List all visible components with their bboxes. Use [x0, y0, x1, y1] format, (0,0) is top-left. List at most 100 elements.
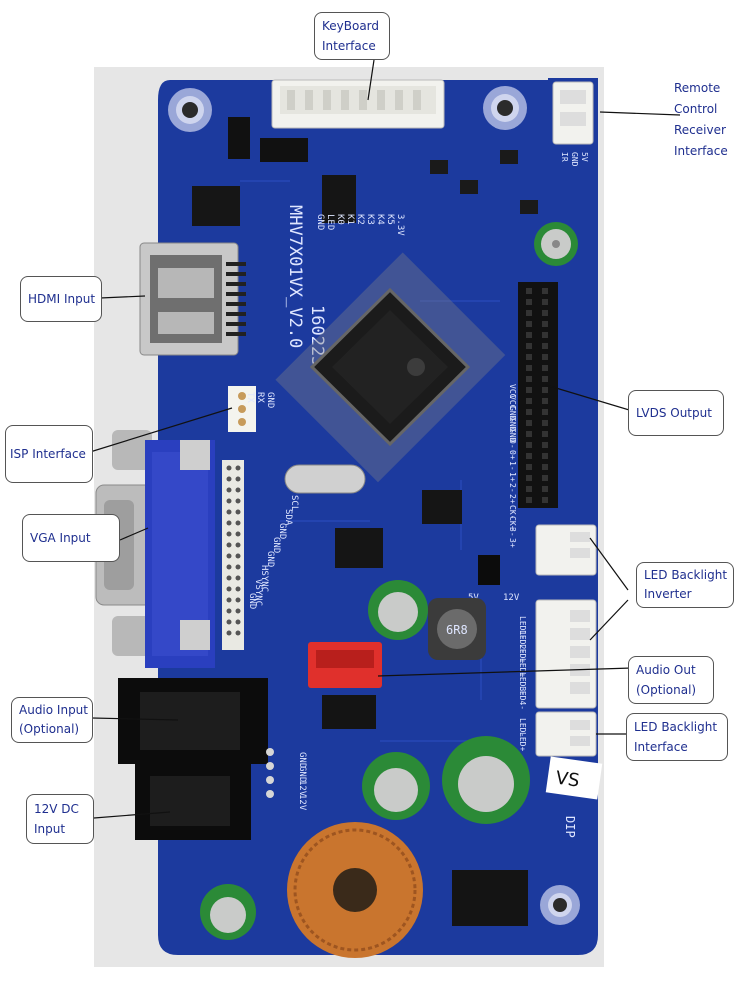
keyboard-pin-label-0: GND: [315, 214, 325, 230]
lvds-pin: [542, 354, 548, 360]
vga-pin: [226, 498, 232, 504]
lvds-output-callout: LVDS Output: [628, 390, 724, 436]
vs-text: VS: [554, 768, 580, 792]
led-pin-label-0: LED-: [518, 718, 527, 737]
vga-pin: [226, 509, 232, 515]
audio-in-line-2: (Optional): [19, 722, 80, 736]
power-pins: [266, 748, 274, 798]
lvds-pin: [542, 343, 548, 349]
vga-pin: [235, 498, 241, 504]
remote-pin-label-2: IR: [560, 152, 569, 162]
vga-pin: [226, 542, 232, 548]
toroid-inductor: [287, 822, 423, 958]
lvds-pin-label-2: GND: [508, 406, 517, 421]
hdmi-input-callout: HDMI Input: [20, 276, 102, 322]
lvds-pin-label-13: 3-: [508, 527, 517, 537]
vga-pin-label-0: SCL: [289, 495, 299, 511]
remote-interface-label: Remote Control Receiver Interface: [674, 78, 728, 162]
keyboard-pin-label-7: K5: [385, 214, 395, 225]
keyboard-pin-label-6: K4: [375, 214, 385, 225]
mounting-hole-top-right: [483, 86, 527, 130]
vga-pin: [235, 608, 241, 614]
led-pin-label-1: LED+: [518, 732, 527, 751]
lvds-pin: [526, 387, 532, 393]
lvds-pin: [542, 475, 548, 481]
vga-pin-label-3: GND: [271, 537, 281, 553]
leader-keyboard: [367, 59, 375, 101]
lvds-pin-label-6: 0+: [508, 450, 517, 460]
power-mosfet: [452, 870, 528, 926]
main-processor-ic: [275, 252, 506, 483]
keyboard-connector: [271, 79, 445, 129]
isp-pin-label-0: GND: [265, 392, 275, 408]
keyboard-interface-callout: KeyBoard Interface: [314, 12, 390, 60]
power-pin-label-3: 12V: [297, 794, 307, 811]
capacitor-top-right: [534, 222, 578, 266]
audio-input-callout: Audio Input (Optional): [11, 697, 93, 743]
lvds-pin: [526, 343, 532, 349]
capacitor-bottom-mid: [362, 752, 430, 820]
vga-pin-row: [222, 460, 244, 650]
leader-hdmi: [99, 295, 146, 299]
dc-line-2: Input: [34, 822, 66, 836]
lvds-pin: [542, 321, 548, 327]
vga-pin: [226, 487, 232, 493]
lvds-pin: [542, 453, 548, 459]
mounting-hole-bottom-right: [540, 885, 580, 925]
dip-text: DIP: [563, 816, 577, 838]
regulator-top: [322, 175, 356, 223]
vga-pin: [235, 553, 241, 559]
vga-pin-label-4: GND: [265, 551, 275, 567]
leader-dc: [93, 811, 171, 819]
lvds-pin-label-11: CK-: [508, 505, 517, 519]
lvds-pin: [526, 299, 532, 305]
lvds-pin: [526, 354, 532, 360]
dc-line-1: 12V DC: [34, 802, 79, 816]
vga-pin: [226, 531, 232, 537]
power-pin-label-0: GND: [297, 752, 307, 768]
vga-pin: [235, 476, 241, 482]
lvds-pin: [542, 497, 548, 503]
inverter-pin-label-2: LED+: [518, 644, 527, 663]
vga-pin: [226, 586, 232, 592]
keyboard-pin-label-5: K3: [365, 214, 375, 225]
lvds-pin: [526, 409, 532, 415]
remote-line-1: Remote: [674, 81, 721, 95]
diode-d3: [228, 117, 250, 159]
audio-out-callout: Audio Out (Optional): [628, 656, 714, 704]
vga-pin: [235, 597, 241, 603]
leader-inverter-b: [589, 599, 629, 641]
keyboard-pin-label-4: K2: [355, 214, 365, 225]
led-interface-line-2: Interface: [634, 740, 688, 754]
vga-pin: [235, 465, 241, 471]
led-backlight-interface-callout: LED Backlight Interface: [626, 713, 728, 761]
inverter-pin-label-5: LED4-: [518, 686, 527, 710]
inductor-label: 6R8: [446, 623, 468, 637]
keyboard-pin-label-8: 3.3V: [395, 214, 405, 236]
vga-pin-label-1: SDA: [283, 509, 293, 526]
model-text: MHV7X01VX_V2.0: [285, 205, 305, 348]
hdmi-connector: [139, 242, 246, 356]
vga-pin: [235, 575, 241, 581]
lvds-pin-label-1: VCC: [508, 395, 517, 410]
lvds-pin: [526, 431, 532, 437]
keyboard-pin-label-1: LED: [325, 214, 335, 230]
small-transistors: [430, 150, 538, 214]
inverter-pin-label-3: LED+: [518, 658, 527, 677]
isp-header: [228, 386, 256, 432]
lvds-pin: [526, 310, 532, 316]
remote-pin-label-0: 5V: [580, 152, 589, 162]
vga-pin: [226, 597, 232, 603]
vga-pin-label-6: VSYNC: [253, 579, 263, 606]
capacitor-bottom-right: [442, 736, 530, 824]
lvds-pin: [542, 464, 548, 470]
keyboard-line-2: Interface: [322, 39, 376, 53]
lvds-pin-label-5: 0-: [508, 439, 517, 449]
led-interface-line-1: LED Backlight: [634, 720, 718, 734]
vga-pin: [235, 586, 241, 592]
vga-pin-label-7: GND: [247, 593, 257, 609]
